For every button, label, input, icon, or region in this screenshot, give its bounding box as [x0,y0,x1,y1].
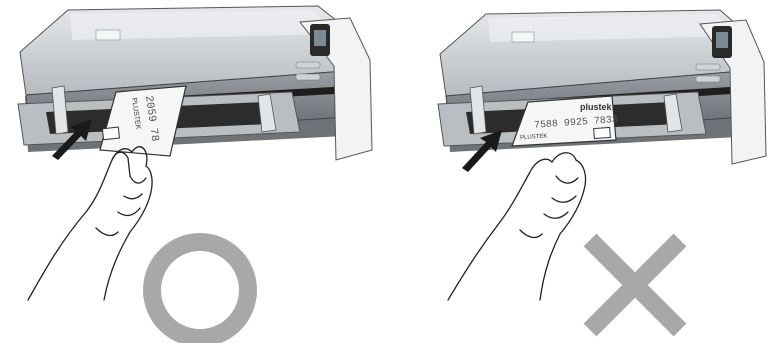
chip-icon [102,127,119,140]
hand-illustration [448,153,586,300]
chip-icon [594,127,611,138]
circle-icon [152,242,248,338]
cross-icon [590,240,680,330]
panel-incorrect: plustek 7588 9925 7833 PLUSTEK [438,10,766,330]
card-brand: plustek [580,102,613,112]
hand-illustration [28,147,152,300]
panel-correct: 2059 78 PLUSTEK [18,6,372,338]
card: plustek 7588 9925 7833 PLUSTEK [512,96,618,146]
